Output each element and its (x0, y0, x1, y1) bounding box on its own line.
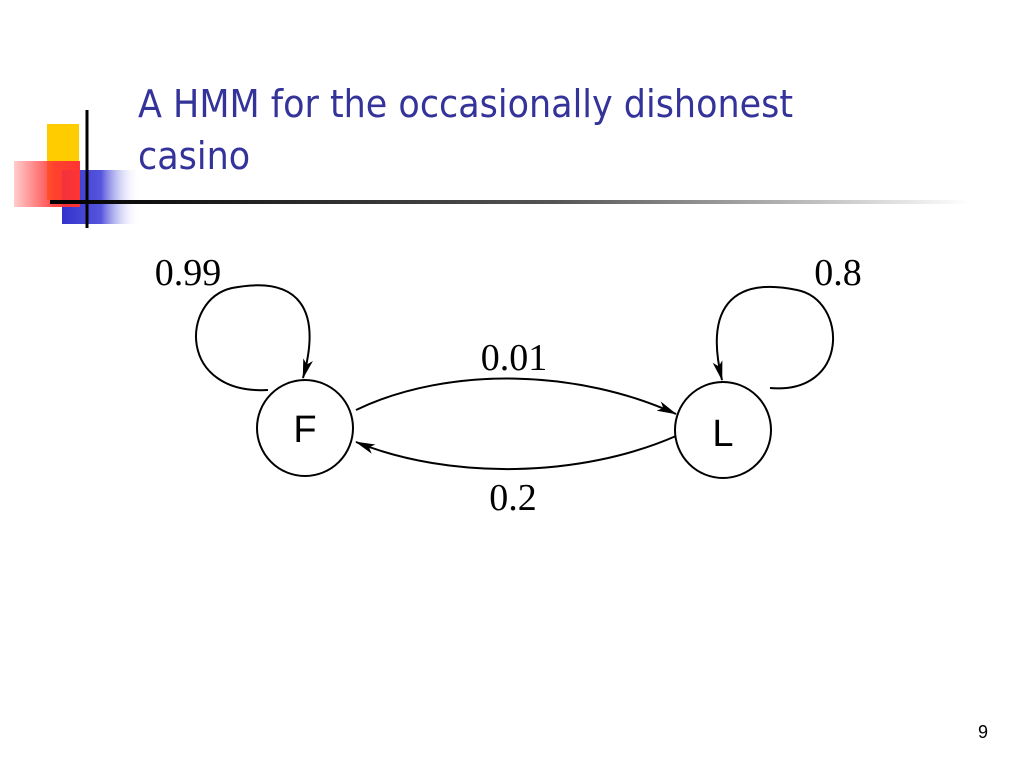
title-rule (50, 200, 970, 204)
transition-f-f-label: 0.99 (155, 252, 222, 294)
state-f-label: F (293, 409, 316, 451)
transition-f-l-arrow (355, 377, 677, 415)
red-square (14, 161, 80, 207)
transition-l-f-arrow (355, 435, 677, 471)
transition-l-l-label: 0.8 (814, 252, 862, 294)
title-decoration (14, 110, 970, 228)
transition-f-f-arrow (194, 284, 313, 392)
state-l-label: L (712, 413, 733, 455)
state-l-circle (674, 381, 772, 479)
transition-l-f-label: 0.2 (489, 477, 537, 519)
title-line-2: casino (138, 134, 251, 178)
page-number: 9 (978, 722, 989, 742)
page-title: A HMM for the occasionally dishonest cas… (138, 78, 892, 182)
transition-f-l-label: 0.01 (481, 337, 548, 379)
transition-l-l-arrow (712, 285, 835, 390)
state-f-circle (256, 379, 354, 477)
title-line-1: A HMM for the occasionally dishonest (138, 82, 794, 126)
